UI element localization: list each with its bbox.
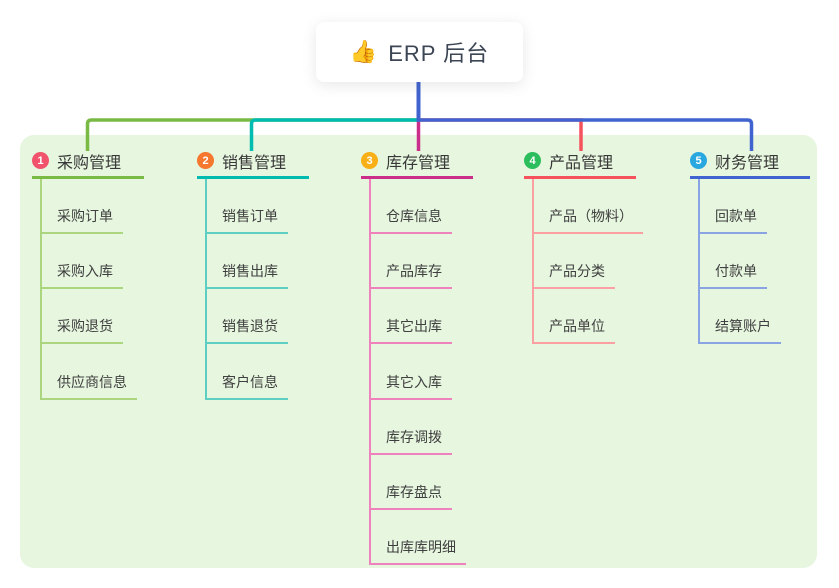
branch-number-badge: 3: [361, 152, 378, 169]
root-node-label: ERP 后台: [388, 41, 490, 66]
branch-label: 采购管理: [57, 154, 122, 172]
branch-title-sales[interactable]: 2 销售管理: [197, 145, 309, 179]
child-node[interactable]: 库存盘点: [369, 480, 452, 510]
branch-inventory: 3 库存管理 仓库信息 产品库存 其它出库 其它入库 库存调拨 库存盘点 出库库…: [361, 145, 479, 565]
child-node[interactable]: 仓库信息: [369, 204, 452, 234]
branch-title-purchase[interactable]: 1 采购管理: [32, 145, 144, 179]
branch-label: 财务管理: [715, 154, 780, 172]
branch-finance: 5 财务管理 回款单 付款单 结算账户: [690, 145, 813, 344]
child-node[interactable]: 产品（物料）: [532, 204, 643, 234]
branch-title-inventory[interactable]: 3 库存管理: [361, 145, 473, 179]
branch-label: 库存管理: [386, 154, 451, 172]
child-node[interactable]: 付款单: [698, 259, 767, 289]
root-node-erp[interactable]: 👍 ERP 后台: [316, 22, 523, 82]
child-node[interactable]: 销售退货: [205, 314, 288, 344]
child-node[interactable]: 销售出库: [205, 259, 288, 289]
child-node[interactable]: 销售订单: [205, 204, 288, 234]
mindmap-canvas: [20, 135, 817, 568]
child-node[interactable]: 库存调拨: [369, 425, 452, 455]
branch-purchase: 1 采购管理 采购订单 采购入库 采购退货 供应商信息: [32, 145, 150, 400]
branch-number-badge: 5: [690, 152, 707, 169]
child-node[interactable]: 客户信息: [205, 370, 288, 400]
child-node[interactable]: 产品单位: [532, 314, 615, 344]
branch-spine: [698, 179, 700, 342]
branch-title-product[interactable]: 4 产品管理: [524, 145, 636, 179]
branch-number-badge: 1: [32, 152, 49, 169]
thumbs-up-icon: 👍: [349, 39, 379, 64]
branch-number-badge: 4: [524, 152, 541, 169]
branch-spine: [369, 179, 371, 563]
child-node[interactable]: 结算账户: [698, 314, 781, 344]
child-node[interactable]: 采购退货: [40, 314, 123, 344]
child-node[interactable]: 其它入库: [369, 370, 452, 400]
branch-label: 销售管理: [222, 154, 287, 172]
branch-spine: [532, 179, 534, 342]
branch-label: 产品管理: [549, 154, 614, 172]
child-node[interactable]: 采购订单: [40, 204, 123, 234]
branch-sales: 2 销售管理 销售订单 销售出库 销售退货 客户信息: [197, 145, 315, 400]
child-node[interactable]: 其它出库: [369, 314, 452, 344]
branch-title-finance[interactable]: 5 财务管理: [690, 145, 810, 179]
branch-number-badge: 2: [197, 152, 214, 169]
child-node[interactable]: 供应商信息: [40, 370, 137, 400]
child-node[interactable]: 出库库明细: [369, 535, 466, 565]
child-node[interactable]: 回款单: [698, 204, 767, 234]
child-node[interactable]: 产品库存: [369, 259, 452, 289]
child-node[interactable]: 产品分类: [532, 259, 615, 289]
child-node[interactable]: 采购入库: [40, 259, 123, 289]
branch-product: 4 产品管理 产品（物料） 产品分类 产品单位: [524, 145, 643, 344]
